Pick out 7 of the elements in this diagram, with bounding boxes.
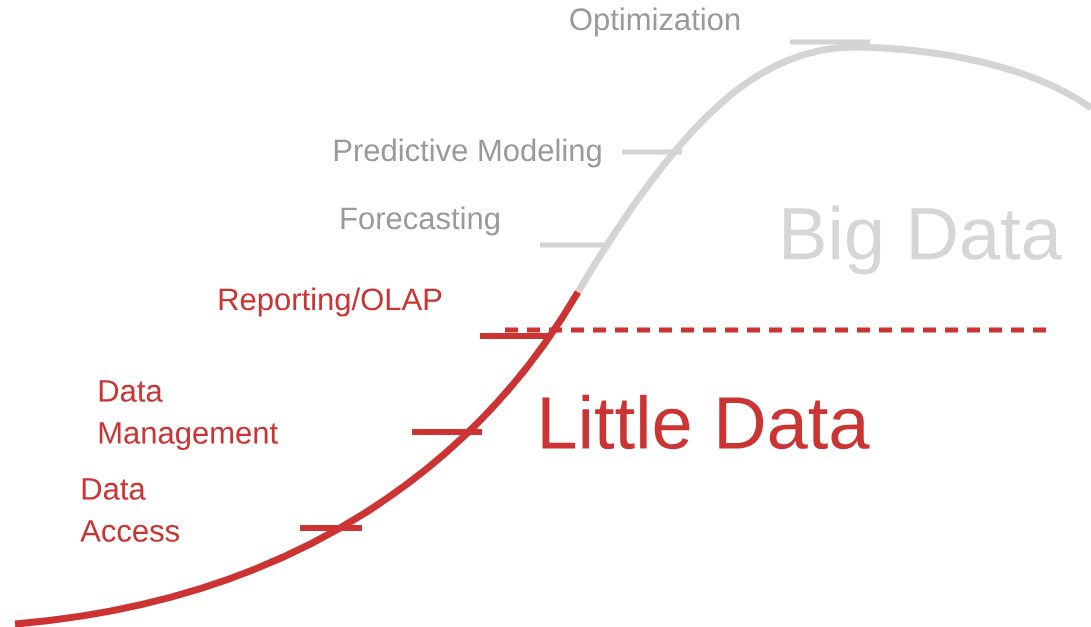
stage-label: Predictive Modeling (334, 138, 601, 168)
stage-label: Data Management (99, 380, 278, 450)
stage-label: Forecasting (341, 206, 499, 236)
stage-label: Data Access (80, 478, 179, 542)
stage-label: Reporting/OLAP (219, 287, 442, 317)
stage-label: Optimization (570, 7, 740, 37)
heading: Little Data (542, 394, 870, 450)
